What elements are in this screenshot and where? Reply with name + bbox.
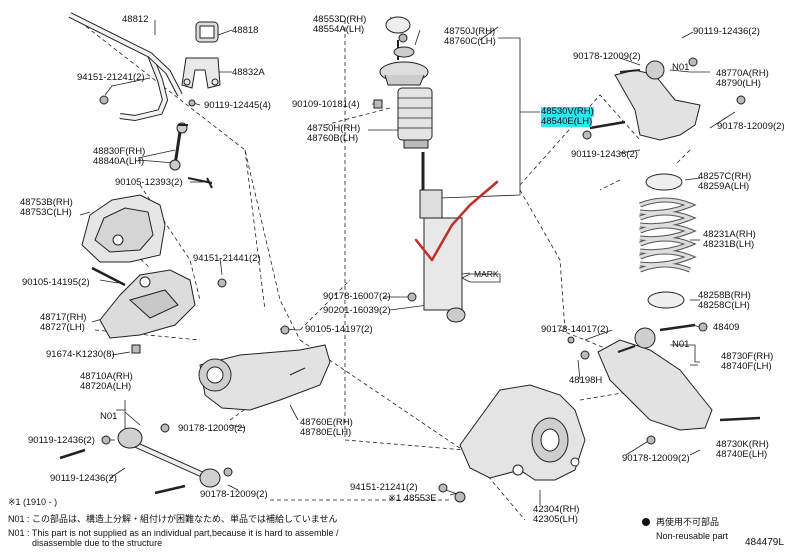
label-48740F: 48740F(LH): [721, 361, 772, 372]
label-48710A: 48710A(RH): [80, 371, 133, 382]
label-48540E-highlighted: 48540E(LH): [541, 116, 593, 127]
label-48231A: 48231A(RH): [703, 229, 756, 240]
illustration-code: 484479L: [745, 537, 784, 548]
footnote-n01-en-line1: N01 : This part is not supplied as an in…: [8, 528, 339, 538]
label-48770A: 48770A(RH): [716, 68, 769, 79]
bushing-48818: [195, 21, 219, 43]
label-90178-16007: 90178-16007(2): [323, 291, 391, 302]
upper-arm: [614, 60, 701, 141]
label-48717: 48717(RH): [40, 312, 87, 323]
label-48530V-highlighted: 48530V(RH): [541, 106, 594, 117]
legend-non-reusable-en: Non-reusable part: [656, 531, 729, 541]
cover-48753: [81, 194, 166, 263]
label-90119-12436-a: 90119-12436(2): [28, 435, 95, 446]
label-48727: 48727(LH): [40, 322, 85, 333]
label-48409: 48409: [713, 322, 740, 333]
label-48258C: 48258C(LH): [698, 300, 750, 311]
label-48730F: 48730F(RH): [721, 351, 774, 362]
bolt-marks: [59, 33, 761, 503]
footnote-n01-jp: N01 : この部品は、構造上分解・組付けが困難なため、単品では補給していません: [8, 514, 338, 524]
label-90105-14195: 90105-14195(2): [22, 277, 90, 288]
label-48840A: 48840A(LH): [93, 156, 145, 167]
label-90119-12436-c: 90119-12436(2): [693, 26, 760, 37]
label-42304: 42304(RH): [533, 504, 580, 515]
label-94151-21241-b: 94151-21241(2): [350, 482, 418, 493]
label-90119-12436-b: 90119-12436(2): [50, 473, 117, 484]
lateral-rod: [117, 427, 221, 488]
label-48780E: 48780E(LH): [300, 427, 352, 438]
check-mark-annotation: [414, 180, 499, 262]
label-48818: 48818: [232, 25, 259, 36]
label-90178-14017: 90178-14017(2): [541, 324, 609, 335]
bracket-48832A: [181, 57, 221, 89]
label-90105-14197: 90105-14197(2): [305, 324, 373, 335]
label-n01-b: N01: [672, 62, 690, 73]
label-48753B: 48753B(RH): [20, 197, 73, 208]
label-48231B: 48231B(LH): [703, 239, 755, 250]
label-48730K: 48730K(RH): [716, 439, 769, 450]
label-90201-16039: 90201-16039(2): [323, 305, 391, 316]
label-n01-c: N01: [672, 339, 690, 350]
label-90119-12436-d: 90119-12436(2): [571, 149, 638, 160]
stabilizer-link: [169, 122, 188, 171]
trailing-arm: [198, 344, 331, 411]
label-48259A: 48259A(LH): [698, 181, 750, 192]
shock-absorber: [379, 16, 501, 323]
label-48740E: 48740E(LH): [716, 449, 768, 460]
label-48790: 48790(LH): [716, 78, 761, 89]
label-90178-12009-a: 90178-12009(2): [178, 423, 246, 434]
footnote-n01-en-line2: disassemble due to the structure: [32, 538, 163, 548]
label-48830F: 48830F(RH): [93, 146, 146, 157]
label-48257C: 48257C(RH): [698, 171, 752, 182]
label-48753C: 48753C(LH): [20, 207, 72, 218]
non-reusable-marker-icon: [642, 518, 650, 526]
label-48760B: 48760B(LH): [307, 133, 359, 144]
label-48760C: 48760C(LH): [444, 36, 496, 47]
label-90178-12009-d: 90178-12009(2): [717, 121, 785, 132]
bracket-48717: [99, 269, 196, 339]
knuckle: [459, 384, 586, 481]
label-90178-12009-c: 90178-12009(2): [573, 51, 641, 62]
label-48553D: 48553D(RH): [313, 14, 367, 25]
label-48553E: ※1 48553E: [388, 493, 437, 504]
label-48760E: 48760E(RH): [300, 417, 353, 428]
label-48750J: 48750J(RH): [444, 26, 496, 37]
label-94151-21241: 94151-21241(2): [77, 72, 145, 83]
label-48554A: 48554A(LH): [313, 24, 365, 35]
legend-non-reusable-jp: 再使用不可部品: [656, 517, 720, 527]
label-94151-21441: 94151-21441(2): [193, 253, 261, 264]
label-48720A: 48720A(LH): [80, 381, 132, 392]
label-48812: 48812: [122, 14, 149, 25]
label-90109-10181: 90109-10181(4): [292, 99, 360, 110]
label-90119-12445: 90119-12445(4): [204, 100, 271, 111]
lower-arm: [597, 327, 713, 431]
spring-assembly: [639, 173, 697, 309]
label-90178-12009-e: 90178-12009(2): [622, 453, 690, 464]
stabilizer-bar: [68, 12, 183, 122]
label-90178-12009-b: 90178-12009(2): [200, 489, 268, 500]
reference-lines: [74, 17, 701, 521]
label-42305: 42305(LH): [533, 514, 578, 525]
footnote-star1: ※1 (1910 - ): [8, 497, 58, 507]
label-n01-a: N01: [100, 411, 118, 422]
label-91674-K1230: 91674-K1230(8): [46, 349, 115, 360]
label-90105-12393: 90105-12393(2): [115, 177, 183, 188]
label-mark: MARK: [474, 269, 499, 279]
label-48258B: 48258B(RH): [698, 290, 751, 301]
label-48750H: 48750H(RH): [307, 123, 361, 134]
label-48198H: 48198H: [569, 375, 603, 386]
label-48832A: 48832A: [232, 67, 265, 78]
